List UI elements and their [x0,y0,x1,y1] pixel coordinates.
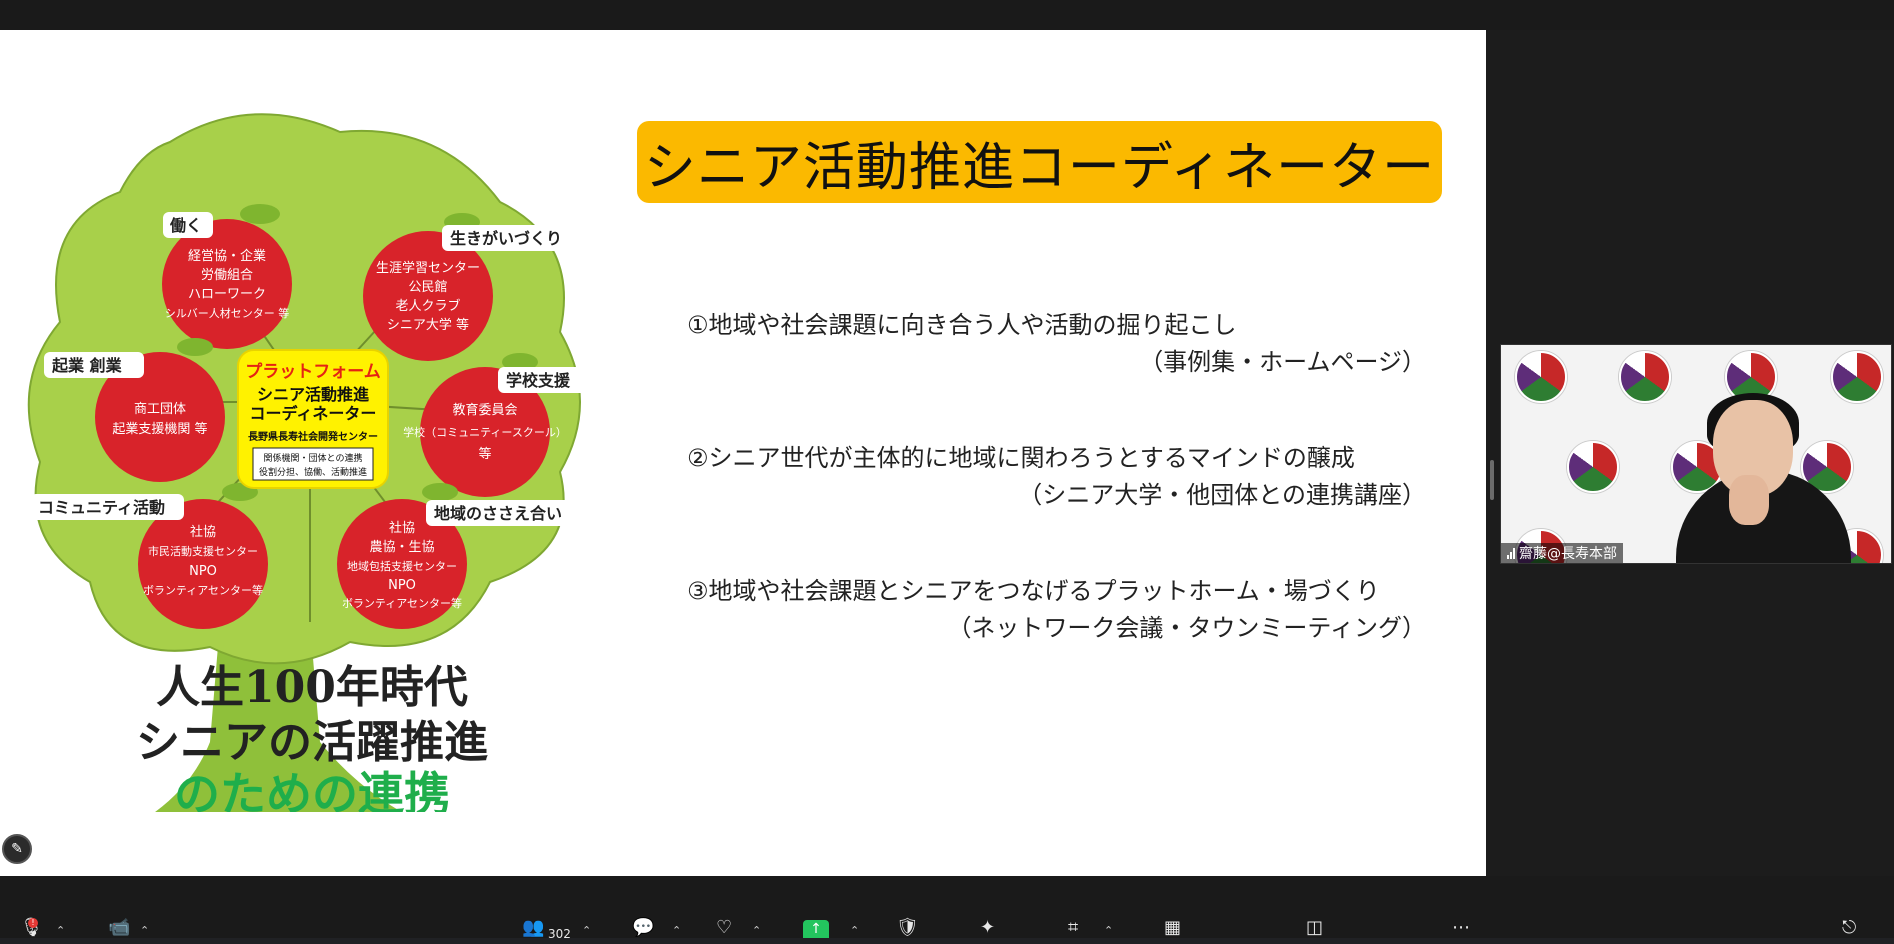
apple-text: 等 [478,446,491,462]
apple-text: ハローワーク [188,287,266,302]
person-hand [1729,475,1769,525]
leave-icon[interactable]: ⎋ [1842,917,1857,938]
apple-text: NPO [189,564,217,579]
apple-text: 社協 [190,524,216,540]
apple-text: 学校（コミュニティースクール） [403,425,567,439]
logo-icon [1515,351,1567,403]
category-label-work: 働く [169,216,202,235]
apple-mutual: 社協 農協・生協 地域包括支援センター NPO ボランティアセンター等 [337,483,467,629]
svg-text:長野県長寿社会開発センター: 長野県長寿社会開発センター [248,430,378,443]
apple-text: 商工団体 [134,402,186,417]
chevron-up-icon[interactable]: ⌃ [56,924,66,937]
logo-icon [1831,351,1883,403]
slide-title: シニア活動推進コーディネーター [637,121,1442,203]
svg-text:シニア活動推進: シニア活動推進 [257,385,369,404]
svg-text:関係機関・団体との連携: 関係機関・団体との連携 [264,452,363,464]
apple-work: 経営協・企業 労働組合 ハローワーク シルバー人材センター 等 [162,204,292,349]
category-label-community: コミュニティ活動 [38,498,165,517]
category-labels: 働く 生きがいづくり 起業 創業 学校支援 コミュニティ活動 地域のささえ合い [30,212,596,526]
apps-icon[interactable]: ⌗ [1068,917,1079,938]
apple-text: ボランティアセンター等 [143,583,263,597]
more-icon[interactable]: ⋯ [1452,917,1470,938]
logo-icon [1567,441,1619,493]
category-label-school: 学校支援 [506,371,571,390]
apple-text: 市民活動支援センター [148,544,258,558]
category-label-purpose: 生きがいづくり [450,229,562,248]
apple-text: 老人クラブ [395,298,460,314]
apple-school: 教育委員会 学校（コミュニティースクール） 等 [403,353,567,497]
chevron-up-icon[interactable]: ⌃ [752,924,762,937]
signal-icon [1507,547,1515,559]
apple-text: 地域包括支援センター [347,559,457,573]
point-3-sub: （ネットワーク会議・タウンミーティング） [947,614,1426,642]
caption-line-1: 人生100年時代 [156,662,468,713]
apple-community: 社協 市民活動支援センター NPO ボランティアセンター等 [138,483,268,629]
apple-text: シルバー人材センター 等 [165,306,290,320]
point-2-sub: （シニア大学・他団体との連携講座） [1018,481,1426,509]
chevron-up-icon[interactable]: ⌃ [850,924,860,937]
logo-icon [1619,351,1671,403]
mic-alert-badge: ! [28,918,38,928]
tree-illustration: 経営協・企業 労働組合 ハローワーク シルバー人材センター 等 生涯学習センター… [27,113,596,812]
platform-box: プラットフォーム シニア活動推進 コーディネーター 長野県長寿社会開発センター … [237,349,389,489]
caption-line-2: シニアの活躍推進 [136,717,488,768]
point-3-main: ③地域や社会課題とシニアをつなげるプラットホーム・場づくり [687,577,1380,605]
apple-text: 農協・生協 [369,540,434,555]
participants-count[interactable]: 302 [548,927,571,941]
shared-screen: 経営協・企業 労働組合 ハローワーク シルバー人材センター 等 生涯学習センター… [0,30,1486,876]
chat-icon[interactable]: 💬 [632,917,655,938]
apple-text: シニア大学 等 [387,317,469,333]
apple-text: 教育委員会 [452,402,517,418]
apple-text: 生涯学習センター [376,260,480,276]
chevron-up-icon[interactable]: ⌃ [582,924,592,937]
svg-text:コーディネーター: コーディネーター [250,404,377,423]
apple-startup: 商工団体 起業支援機関 等 [95,338,225,482]
apple-text: NPO [388,578,416,593]
participant-name: 齋藤@長寿本部 [1519,546,1617,562]
pencil-icon: ✎ [11,841,23,857]
apple-text: 経営協・企業 [188,248,266,264]
annotate-pencil-button[interactable]: ✎ [2,834,32,864]
apple-text: 社協 [389,520,415,536]
top-bar [0,0,1894,30]
apple-text: 労働組合 [201,268,253,283]
apple-text: 公民館 [408,280,447,295]
security-icon[interactable]: 🛡 [896,917,919,938]
participants-icon[interactable]: 👥 [522,917,545,938]
video-off-icon[interactable]: 📹 [108,917,131,938]
meeting-toolbar [0,876,1894,938]
apple-purpose: 生涯学習センター 公民館 老人クラブ シニア大学 等 [363,213,493,361]
ai-companion-icon[interactable]: ✦ [980,917,996,938]
reactions-icon[interactable]: ♡ [716,917,733,938]
grid-view-icon[interactable]: ▦ [1164,917,1182,938]
apple-text: 起業支援機関 等 [112,421,207,437]
whiteboard-icon[interactable]: ◫ [1306,917,1324,938]
chevron-up-icon[interactable]: ⌃ [1104,924,1114,937]
video-panel: 齋藤@長寿本部 [1486,30,1894,906]
participant-name-tag: 齋藤@長寿本部 [1501,543,1623,563]
category-label-mutual: 地域のささえ合い [434,504,562,523]
apple-text: ボランティアセンター等 [342,596,462,610]
chevron-up-icon[interactable]: ⌃ [140,924,150,937]
share-screen-button[interactable]: ↑ [803,920,829,938]
point-1-sub: （事例集・ホームページ） [1139,348,1426,376]
caption-line-3: のための連携 [174,767,450,812]
svg-text:プラットフォーム: プラットフォーム [245,361,381,382]
category-label-startup: 起業 創業 [51,356,123,375]
svg-text:役割分担、協働、活動推進: 役割分担、協働、活動推進 [259,466,367,478]
panel-resize-handle[interactable] [1490,460,1494,500]
point-2-main: ②シニア世代が主体的に地域に関わろうとするマインドの醸成 [687,444,1355,472]
point-1-main: ①地域や社会課題に向き合う人や活動の掘り起こし [687,311,1237,339]
chevron-up-icon[interactable]: ⌃ [672,924,682,937]
participant-video-tile[interactable]: 齋藤@長寿本部 [1500,344,1892,564]
